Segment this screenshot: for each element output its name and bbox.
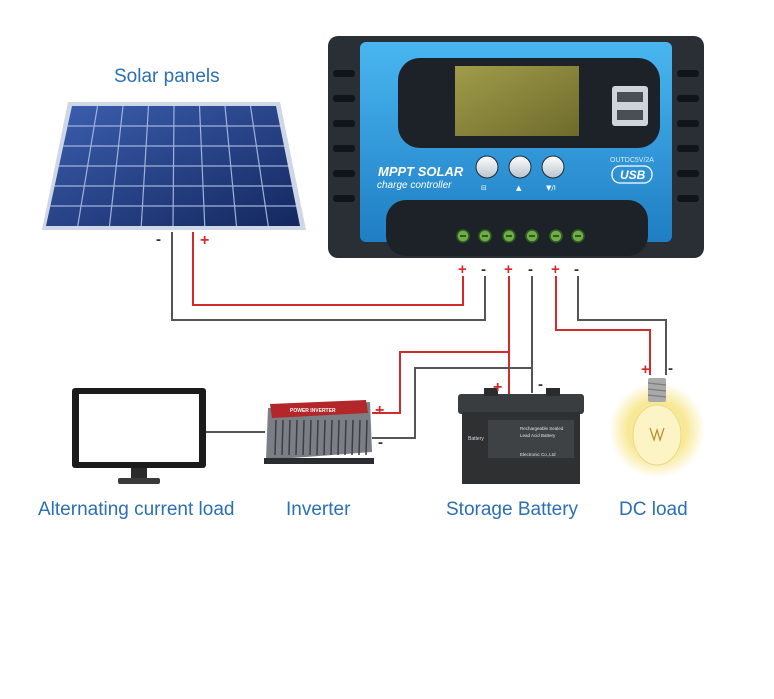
storage-battery-label: Storage Battery	[446, 499, 579, 520]
up-button[interactable]	[508, 155, 532, 179]
battery-brand: Battery	[468, 436, 484, 442]
monitor-neck	[131, 468, 147, 478]
inverter-foot	[264, 458, 374, 464]
inverter-label: Inverter	[286, 499, 351, 520]
term-load-plus: +	[551, 261, 560, 278]
monitor	[72, 388, 206, 484]
inverter-fin	[316, 419, 319, 456]
term-battery-plus: +	[504, 261, 513, 278]
wire-solar-negative	[171, 232, 486, 321]
inverter-fin	[309, 419, 312, 456]
light-bulb	[609, 378, 705, 478]
inverter-fin	[365, 419, 368, 456]
menu-button[interactable]	[475, 155, 499, 179]
controller-title: MPPT SOLAR	[378, 164, 464, 179]
battery-plus: +	[493, 379, 502, 396]
bulb-threads	[647, 382, 667, 398]
usb-ports	[612, 86, 648, 126]
inverter-fin	[344, 419, 347, 456]
inverter-plus: +	[375, 402, 384, 419]
wire-dc-negative	[577, 276, 667, 375]
bulb-filament	[649, 427, 665, 442]
usb-badge-outline	[611, 165, 653, 184]
term-solar-plus: +	[458, 261, 467, 278]
solar-panel-grid	[50, 105, 296, 227]
battery-label-panel	[488, 420, 574, 458]
inverter-fin	[358, 419, 361, 456]
inverter-fin	[288, 419, 291, 456]
inverter-panel-text: POWER INVERTER	[290, 408, 336, 414]
inverter-fin	[302, 419, 305, 456]
bulb-glass	[632, 404, 682, 466]
wire-solar-positive	[192, 232, 464, 306]
wire-dc-positive	[555, 276, 651, 375]
lcd-screen	[455, 66, 579, 136]
inverter-fins	[274, 419, 368, 456]
battery-line3: Electronic Co.,Ltd	[520, 452, 556, 457]
term-solar-minus: -	[481, 261, 486, 278]
term-load-minus: -	[574, 261, 579, 278]
monitor-base	[118, 478, 160, 484]
down-button[interactable]	[541, 155, 565, 179]
controller-subtitle: charge controller	[377, 180, 452, 191]
battery-line2: Lead Acid Battery	[520, 433, 556, 438]
wire-inverter-negative	[372, 367, 532, 439]
dc-load-label: DC load	[619, 499, 688, 520]
terminals	[456, 229, 585, 243]
solar-panels-label: Solar panels	[114, 66, 220, 87]
inverter-fin	[330, 419, 333, 456]
controller-fins	[333, 70, 699, 202]
bulb-minus: -	[668, 360, 673, 377]
inverter-minus: -	[378, 434, 383, 451]
inverter-fin	[351, 419, 354, 456]
battery-line1: Rechargeable Sealed	[520, 426, 564, 431]
panel-plus: +	[200, 232, 209, 249]
usb-rating: OUTDC5V/2A	[610, 157, 654, 164]
battery-minus: -	[538, 376, 543, 393]
controller-buttons: ⊟ ▲ ▼/I	[475, 155, 565, 192]
inverter-fin	[295, 419, 298, 456]
monitor-screen	[79, 394, 199, 462]
term-battery-minus: -	[528, 261, 533, 278]
wiring	[171, 232, 667, 439]
bulb-plus: +	[641, 361, 650, 378]
inverter-fin	[274, 419, 277, 456]
usb-badge: USB	[620, 168, 646, 182]
solar-panel	[42, 102, 306, 230]
terminal-polarity: + - + - + -	[458, 261, 579, 278]
battery-lid	[458, 394, 584, 414]
inverter-fin	[281, 419, 284, 456]
battery-post-positive	[484, 388, 498, 396]
ac-load-label: Alternating current load	[38, 499, 235, 520]
charge-controller: MPPT SOLAR charge controller OUTDC5V/2A …	[328, 36, 704, 258]
inverter: POWER INVERTER	[264, 400, 374, 464]
terminal-block	[386, 200, 648, 256]
down-button-mark: ▼/I	[546, 184, 556, 192]
inverter-fin	[337, 419, 340, 456]
inverter-fin	[323, 419, 326, 456]
wire-inverter-positive	[372, 351, 509, 414]
battery-post-negative	[546, 388, 560, 396]
storage-battery-graphic: Battery Rechargeable Sealed Lead Acid Ba…	[458, 388, 584, 484]
inverter-top-panel	[270, 400, 368, 418]
menu-button-mark: ⊟	[481, 184, 487, 192]
panel-minus: -	[156, 231, 161, 248]
up-button-mark: ▲	[516, 184, 522, 192]
